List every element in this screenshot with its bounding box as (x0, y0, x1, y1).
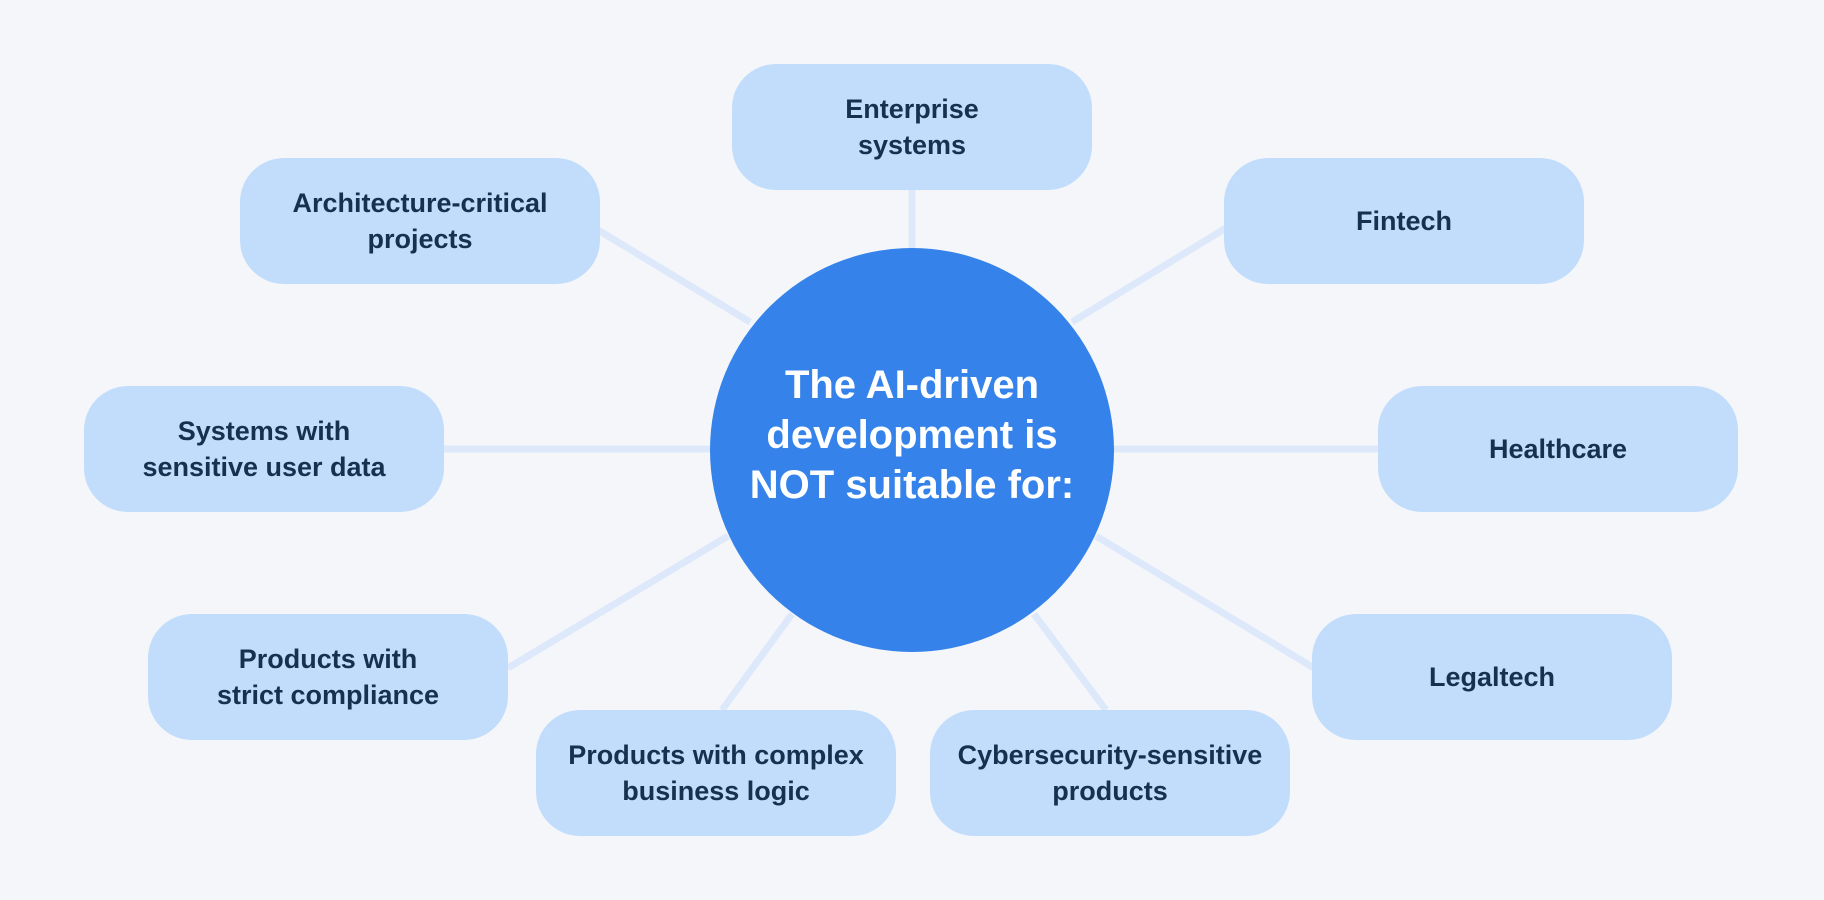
central-topic: The AI-driven development is NOT suitabl… (710, 248, 1114, 652)
node-systems-sensitive-user-data: Systems with sensitive user data (84, 386, 444, 512)
node-products-strict-compliance: Products with strict compliance (148, 614, 508, 740)
node-fintech: Fintech (1224, 158, 1584, 284)
connector-legaltech (1094, 533, 1316, 671)
connector-fintech (1070, 225, 1228, 325)
node-cybersecurity-sensitive-products: Cybersecurity-sensitive products (930, 710, 1290, 836)
node-architecture-critical-projects: Architecture-critical projects (240, 158, 600, 284)
connector-architecture (596, 227, 752, 325)
node-products-complex-business-logic: Products with complex business logic (536, 710, 896, 836)
node-healthcare: Healthcare (1378, 386, 1738, 512)
node-legaltech: Legaltech (1312, 614, 1672, 740)
connector-compliance (506, 532, 730, 672)
connector-complex-logic (719, 611, 795, 713)
node-enterprise-systems: Enterprise systems (732, 64, 1092, 190)
connector-cybersecurity (1031, 611, 1109, 713)
